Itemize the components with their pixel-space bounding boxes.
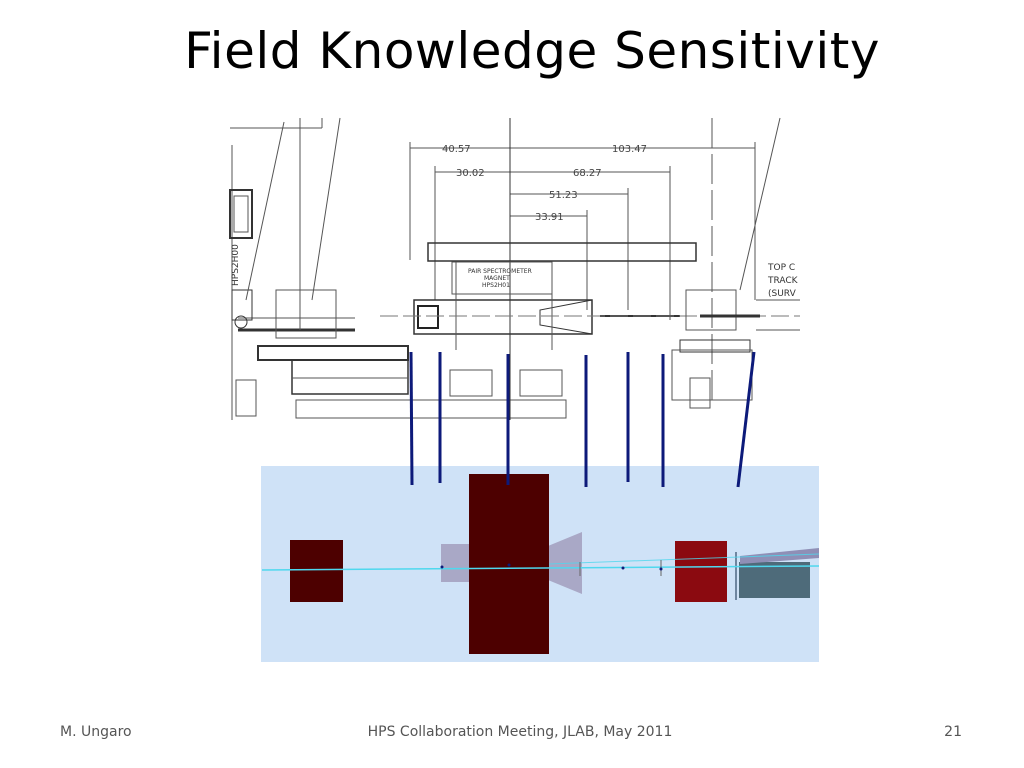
- target-block: [675, 541, 727, 602]
- side-label: TRACK: [767, 276, 799, 286]
- dim-label: 51.23: [549, 190, 578, 201]
- footer-meeting: HPS Collaboration Meeting, JLAB, May 201…: [367, 724, 673, 740]
- dim-label: 40.57: [442, 144, 471, 155]
- magnet-label: PAIR SPECTROMETER: [468, 268, 532, 275]
- magnet-label: HPS2H01: [482, 282, 510, 289]
- dim-label: 33.91: [535, 212, 564, 223]
- engineering-drawing: [229, 117, 800, 420]
- dimension-labels: 40.57 103.47 30.02 68.27 51.23 33.91 PAI…: [231, 144, 799, 299]
- simulation-view: [261, 466, 820, 662]
- slide-title: Field Knowledge Sensitivity: [184, 22, 880, 80]
- detector-block: [739, 562, 810, 598]
- dim-label: 30.02: [456, 168, 485, 179]
- magnet-label: MAGNET: [484, 275, 510, 282]
- beamline: [261, 565, 820, 571]
- left-block: [290, 540, 343, 602]
- footer-page-number: 21: [944, 724, 962, 740]
- footer-author: M. Ungaro: [60, 724, 132, 740]
- side-label: TOP C: [767, 263, 795, 273]
- side-label: (SURV: [768, 289, 797, 299]
- dim-label: 103.47: [612, 144, 647, 155]
- dim-label: 68.27: [573, 168, 602, 179]
- connector-lines: [409, 351, 756, 488]
- vertical-label: HPS2H00: [231, 244, 241, 286]
